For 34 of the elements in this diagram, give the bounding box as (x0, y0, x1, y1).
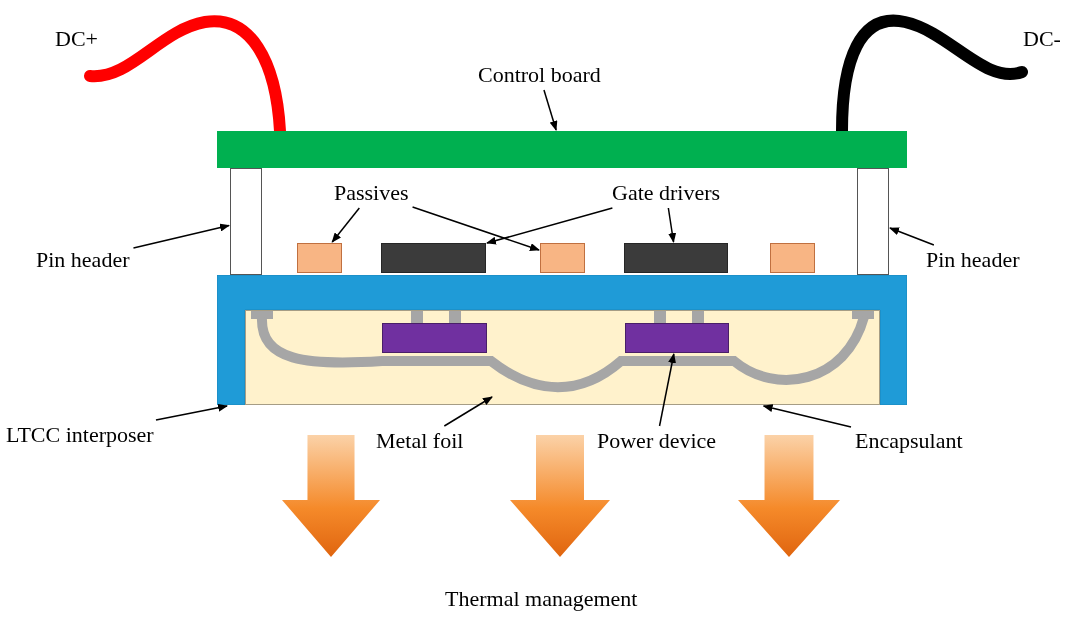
leader-line (889, 227, 935, 246)
part-label: Encapsulant (855, 430, 963, 452)
leader-line (331, 207, 361, 243)
part-label: Power device (597, 430, 717, 452)
passive-component (540, 243, 585, 273)
interposer (217, 275, 907, 405)
terminal-label: DC- (1023, 28, 1061, 50)
part-label: Metal foil (376, 430, 464, 452)
gate-driver-chip (624, 243, 728, 273)
terminal-label: DC+ (55, 28, 98, 50)
passive-component (770, 243, 815, 273)
pin-header (857, 168, 889, 275)
pin-header (230, 168, 262, 275)
leader-line (658, 353, 676, 427)
part-label: LTCC interposer (6, 424, 154, 446)
leader-line (486, 207, 614, 245)
control-board (217, 131, 907, 168)
part-label: Passives (334, 182, 409, 204)
leader-line (667, 207, 677, 243)
part-label: Pin header (926, 249, 1020, 271)
leader-line (132, 223, 230, 249)
part-label: Gate drivers (612, 182, 721, 204)
leader-line (411, 206, 540, 251)
gate-driver-chip (381, 243, 486, 273)
heading-label: Thermal management (445, 588, 638, 610)
power-device (625, 323, 729, 353)
power-device (382, 323, 487, 353)
leader-line (155, 403, 228, 421)
part-label: Control board (478, 64, 601, 86)
passive-component (297, 243, 342, 273)
leader-line (543, 89, 558, 131)
part-label: Pin header (36, 249, 130, 271)
leader-line (443, 396, 493, 427)
leader-line (762, 404, 852, 428)
